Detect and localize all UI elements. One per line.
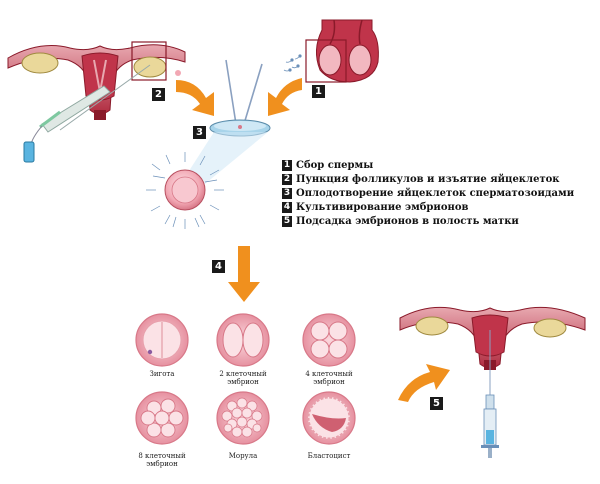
testes xyxy=(305,19,379,83)
legend-label: Подсадка эмбрионов в полость матки xyxy=(296,216,519,227)
legend-item: 5 Подсадка эмбрионов в полость матки xyxy=(282,215,574,228)
arrow-step-4 xyxy=(228,246,260,302)
legend-number: 2 xyxy=(282,174,292,185)
badge-step-2: 2 xyxy=(152,88,165,101)
transfer-catheter xyxy=(481,330,499,458)
steps-legend: 1 Сбор спермы 2 Пункция фолликулов и изъят… xyxy=(282,159,574,229)
arrow-step-2 xyxy=(176,80,214,116)
legend-number: 1 xyxy=(282,160,292,171)
stage-8-cell xyxy=(135,391,189,445)
zoom-beam xyxy=(178,132,268,188)
legend-item: 4 Культивирование эмбрионов xyxy=(282,201,574,214)
stage-morula xyxy=(216,391,270,445)
stage-2-cell xyxy=(216,313,270,367)
uterus-bottom-right xyxy=(399,306,586,370)
sperm-cells xyxy=(283,54,302,72)
stage-label-4-cell: 4 клеточный эмбрион xyxy=(305,370,353,386)
legend-label: Оплодотворение яйцеклеток сперматозоидам… xyxy=(296,188,575,199)
legend-label: Сбор спермы xyxy=(296,160,374,171)
badge-step-3: 3 xyxy=(193,126,206,139)
stage-4-cell xyxy=(302,313,356,367)
stage-label-blastocyst: Бластоцист xyxy=(307,452,351,460)
arrow-step-5 xyxy=(398,364,450,402)
badge-step-1: 1 xyxy=(312,85,325,98)
badge-step-4: 4 xyxy=(212,260,225,273)
stage-label-2-cell: 2 клеточный эмбрион xyxy=(219,370,267,386)
legend-label: Культивирование эмбрионов xyxy=(296,202,469,213)
arrow-step-1 xyxy=(268,78,302,116)
stage-label-morula: Морула xyxy=(228,452,258,460)
badge-step-5: 5 xyxy=(430,397,443,410)
legend-item: 3 Оплодотворение яйцеклеток сперматозоида… xyxy=(282,187,574,200)
legend-number: 5 xyxy=(282,216,292,227)
uterus-top-left xyxy=(7,41,186,120)
petri-dish xyxy=(209,59,271,137)
stage-label-zygote: Зигота xyxy=(149,370,175,378)
aspiration-probe xyxy=(23,64,151,163)
legend-item: 2 Пункция фолликулов и изъятие яйцеклеток xyxy=(282,173,574,186)
stage-label-8-cell: 8 клеточный эмбрион xyxy=(138,452,186,468)
legend-number: 4 xyxy=(282,202,292,213)
legend-label: Пункция фолликулов и изъятие яйцеклеток xyxy=(296,174,560,185)
legend-item: 1 Сбор спермы xyxy=(282,159,574,172)
stage-zygote xyxy=(135,313,189,367)
fertilization-egg xyxy=(146,152,224,229)
egg-dot xyxy=(175,70,181,76)
stage-blastocyst xyxy=(302,391,356,445)
legend-number: 3 xyxy=(282,188,292,199)
